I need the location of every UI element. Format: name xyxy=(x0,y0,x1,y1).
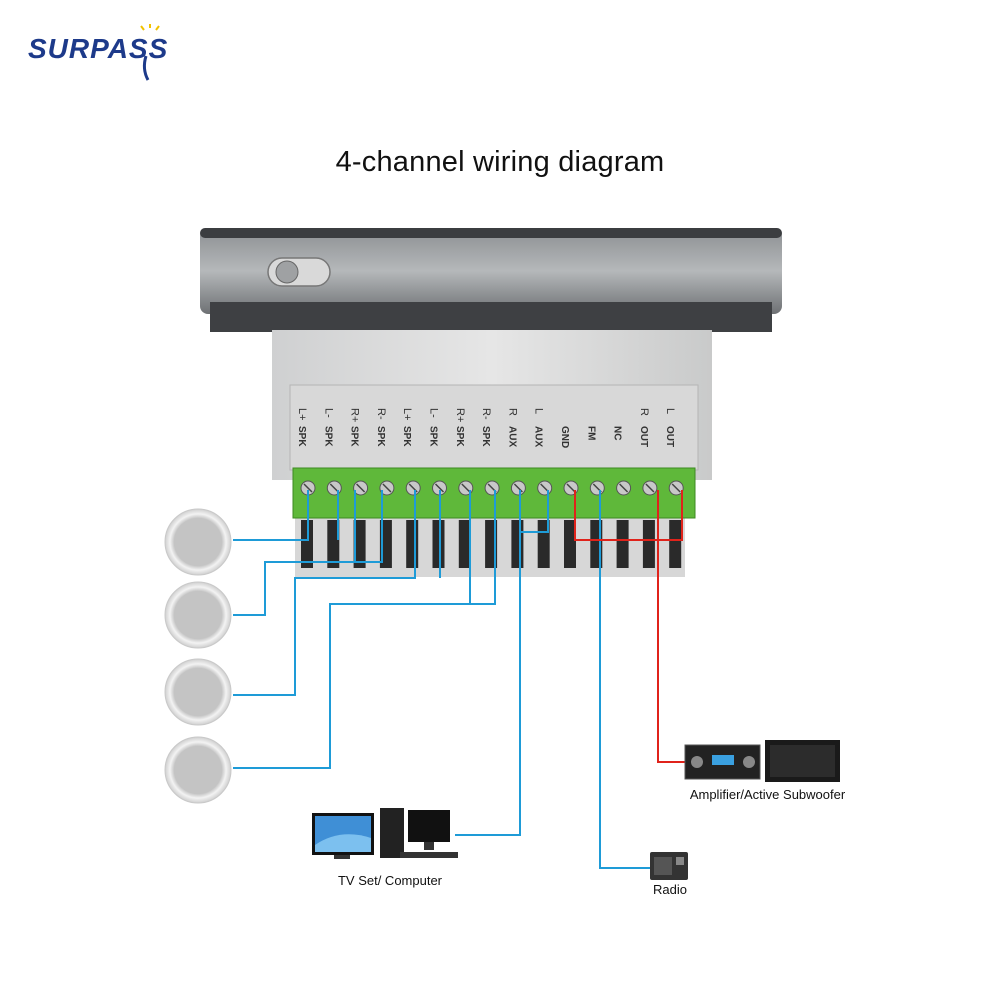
terminal-top-label: R- xyxy=(375,408,387,420)
terminal-slot xyxy=(669,520,682,568)
diagram-title: 4-channel wiring diagram xyxy=(335,146,665,178)
terminal-top-label: R+ xyxy=(349,408,361,422)
speaker-icon xyxy=(164,508,232,576)
terminal-top-label: R- xyxy=(480,408,492,420)
terminal-slot xyxy=(432,520,445,568)
terminal-label-10: GND xyxy=(559,426,570,448)
terminal-label-5: L- SPK xyxy=(428,408,440,447)
tv-computer-label: TV Set/ Computer xyxy=(337,873,443,888)
terminal-bottom-label: GND xyxy=(559,426,570,448)
terminal-label-7: R- SPK xyxy=(480,408,492,447)
terminal-slot xyxy=(353,520,366,568)
speaker-icon xyxy=(164,658,232,726)
terminal-top-label: L- xyxy=(428,408,440,418)
speaker-icon xyxy=(164,581,232,649)
tv-icon xyxy=(312,813,374,859)
terminal-slots xyxy=(301,520,682,568)
wire-spk2 xyxy=(233,490,383,616)
wire-out-l xyxy=(574,490,683,541)
terminal-top-label: R+ xyxy=(454,408,466,422)
wire-fm xyxy=(599,490,650,869)
terminal-top-label: L+ xyxy=(401,408,413,421)
red-wires xyxy=(574,490,685,763)
terminal-bottom-label: SPK xyxy=(322,426,333,447)
terminal-top-label: L- xyxy=(322,408,334,418)
terminal-bottom-label: NC xyxy=(612,426,623,440)
terminal-bottom-label: OUT xyxy=(664,426,675,447)
terminal-bottom-label: AUX xyxy=(506,426,517,447)
terminal-screws xyxy=(300,480,684,496)
wire-spk3 xyxy=(233,490,416,696)
terminal-slot xyxy=(511,520,524,568)
surpass-logo: SURPASS xyxy=(28,24,167,81)
terminal-top-label: L xyxy=(664,408,676,414)
terminal-bottom-label: SPK xyxy=(296,426,307,447)
amplifier-label: Amplifier/Active Subwoofer xyxy=(689,787,846,802)
terminal-top-label: L+ xyxy=(296,408,308,421)
terminal-slot xyxy=(458,520,471,568)
terminal-top-label: R xyxy=(506,408,518,416)
blue-wires xyxy=(233,490,650,869)
terminal-bottom-label: OUT xyxy=(638,426,649,447)
terminal-bottom-label: SPK xyxy=(401,426,412,447)
radio-label: Radio xyxy=(653,882,687,897)
terminal-slot xyxy=(616,520,629,568)
terminal-label-4: L+ SPK xyxy=(401,408,413,447)
terminal-label-11: FM xyxy=(585,426,596,440)
terminal-slot xyxy=(564,520,576,568)
wire-out-r xyxy=(657,490,685,763)
speaker-icon xyxy=(164,736,232,804)
computer-icon xyxy=(380,808,458,858)
terminal-top-label: L xyxy=(533,408,545,414)
terminal-bottom-label: SPK xyxy=(349,426,360,447)
terminal-label-1: L- SPK xyxy=(322,408,334,447)
terminal-slot xyxy=(327,520,340,568)
terminal-bottom-label: AUX xyxy=(533,426,544,447)
terminal-slot xyxy=(406,520,419,568)
terminal-bottom-label: SPK xyxy=(428,426,439,447)
terminal-bottom-label: SPK xyxy=(480,426,491,447)
terminal-label-14: L OUT xyxy=(664,408,676,447)
terminal-labels: L+ SPK L- SPK R+ SPK R- SPK L+ SPK L- SPK R+ SPK R- SPK… xyxy=(296,408,676,448)
terminal-label-3: R- SPK xyxy=(375,408,387,447)
terminal-top-label: R xyxy=(638,408,650,416)
terminal-label-6: R+ SPK xyxy=(454,408,466,447)
panel-front-cap xyxy=(200,228,782,332)
wire-aux xyxy=(455,490,521,836)
wire-spk4 xyxy=(233,490,471,769)
terminal-bottom-label: SPK xyxy=(454,426,465,447)
wire-spk1 xyxy=(233,490,309,541)
terminal-label-2: R+ SPK xyxy=(349,408,361,447)
terminal-slot xyxy=(301,520,313,568)
terminal-label-9: L AUX xyxy=(533,408,545,447)
terminal-label-12: NC xyxy=(612,426,623,440)
terminal-label-13: R OUT xyxy=(638,408,650,447)
terminal-slot xyxy=(642,520,655,568)
amplifier-icon xyxy=(684,744,761,780)
radio-icon xyxy=(650,852,688,880)
terminal-label-8: R AUX xyxy=(506,408,518,447)
terminal-bottom-label: FM xyxy=(585,426,596,440)
terminal-bottom-label: SPK xyxy=(375,426,386,447)
terminal-label-0: L+ SPK xyxy=(296,408,308,447)
subwoofer-icon xyxy=(765,740,840,782)
